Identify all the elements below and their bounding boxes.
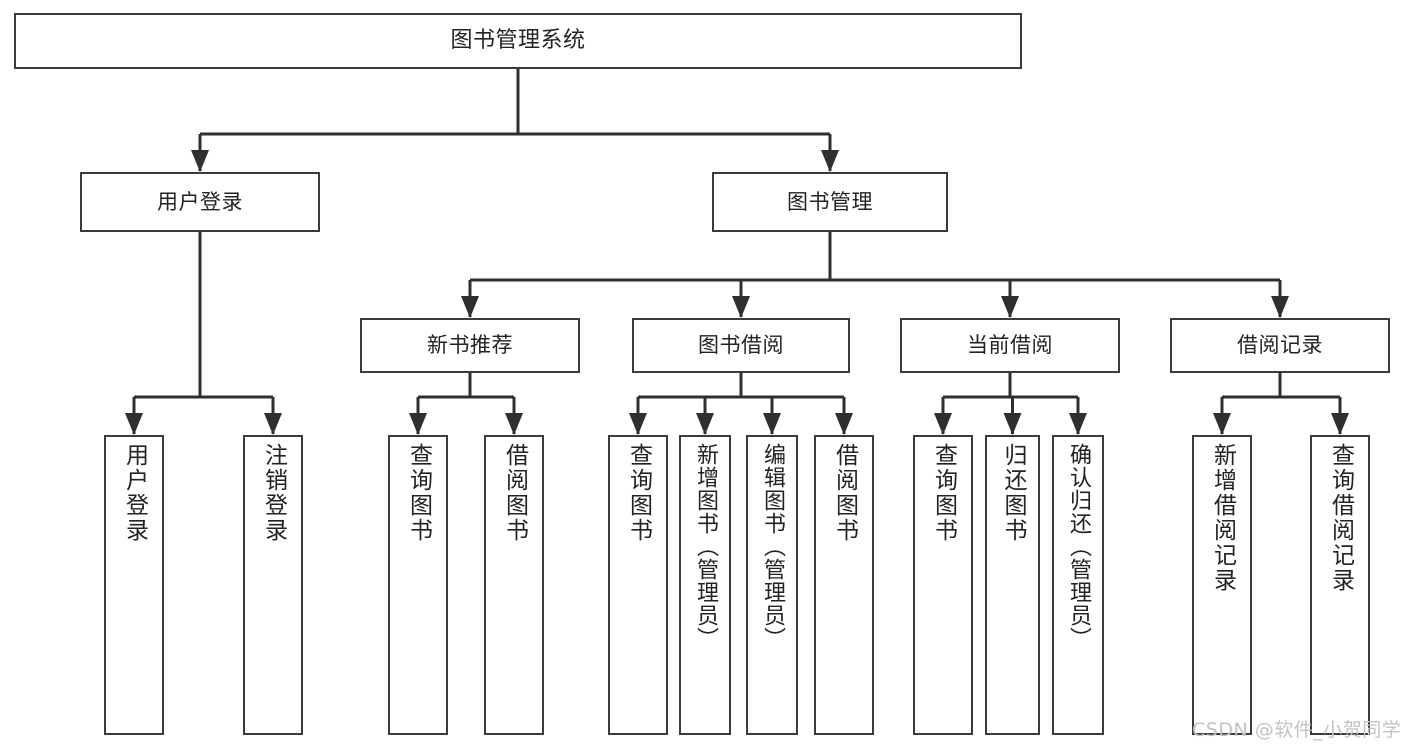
node-label: 当前借阅 xyxy=(967,333,1053,358)
node-label: 借阅图书 xyxy=(831,443,858,543)
node-label: 借阅记录 xyxy=(1237,333,1323,358)
node-label: 借阅图书 xyxy=(501,443,528,543)
node-new-book-rec[interactable]: 新书推荐 xyxy=(360,318,580,373)
node-leaf-cb-return[interactable]: 归还图书 xyxy=(985,435,1040,735)
node-leaf-bb-add[interactable]: 新增图书（管理员） xyxy=(679,435,731,735)
node-label: 用户登录 xyxy=(157,189,243,214)
node-label: 查询图书 xyxy=(625,443,652,543)
node-label: 新增图书（管理员） xyxy=(693,443,718,650)
node-label: 确认归还（管理员） xyxy=(1066,443,1091,650)
node-borrow-record[interactable]: 借阅记录 xyxy=(1170,318,1390,373)
node-leaf-br-query[interactable]: 查询借阅记录 xyxy=(1310,435,1370,735)
node-label: 图书借阅 xyxy=(698,333,784,358)
node-book-manage[interactable]: 图书管理 xyxy=(712,172,948,232)
watermark: CSDN @软件_小贺同学 xyxy=(1192,719,1402,741)
node-label: 编辑图书（管理员） xyxy=(760,443,785,650)
node-leaf-cb-query[interactable]: 查询图书 xyxy=(913,435,973,735)
node-book-borrow[interactable]: 图书借阅 xyxy=(632,318,850,373)
node-leaf-br-add[interactable]: 新增借阅记录 xyxy=(1192,435,1252,735)
node-label: 图书管理 xyxy=(787,189,873,214)
node-leaf-rec-query[interactable]: 查询图书 xyxy=(388,435,448,735)
node-leaf-bb-edit[interactable]: 编辑图书（管理员） xyxy=(746,435,798,735)
node-label: 用户登录 xyxy=(121,443,148,543)
node-label: 查询图书 xyxy=(930,443,957,543)
node-label: 注销登录 xyxy=(260,443,287,543)
node-user-login[interactable]: 用户登录 xyxy=(80,172,320,232)
node-label: 查询图书 xyxy=(405,443,432,543)
node-label: 归还图书 xyxy=(1000,443,1026,543)
node-current-borrow[interactable]: 当前借阅 xyxy=(900,318,1120,373)
node-root[interactable]: 图书管理系统 xyxy=(14,13,1022,69)
node-label: 查询借阅记录 xyxy=(1327,443,1354,593)
node-label: 图书管理系统 xyxy=(450,28,586,54)
node-label: 新书推荐 xyxy=(427,333,513,358)
node-leaf-user-logout[interactable]: 注销登录 xyxy=(243,435,303,735)
node-leaf-cb-confirm[interactable]: 确认归还（管理员） xyxy=(1052,435,1104,735)
node-label: 新增借阅记录 xyxy=(1209,443,1236,593)
node-leaf-rec-borrow[interactable]: 借阅图书 xyxy=(484,435,544,735)
node-leaf-bb-query[interactable]: 查询图书 xyxy=(608,435,668,735)
node-leaf-bb-borrow[interactable]: 借阅图书 xyxy=(814,435,874,735)
node-leaf-user-login[interactable]: 用户登录 xyxy=(104,435,164,735)
